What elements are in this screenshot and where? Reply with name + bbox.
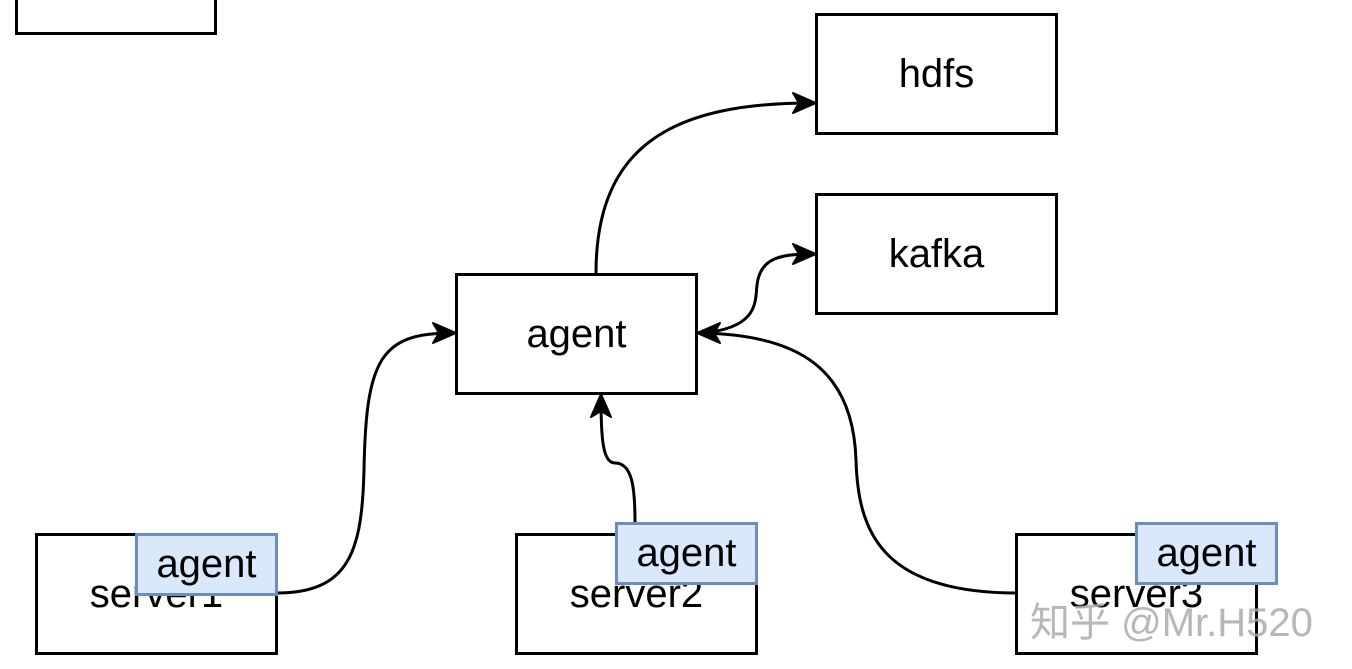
arrowhead-kafka [792, 243, 817, 265]
server3-agent-badge-label: agent [1156, 531, 1257, 575]
node-hdfs[interactable]: hdfs [815, 13, 1058, 135]
arrowhead-agent-bottom [590, 393, 612, 418]
node-kafka[interactable]: kafka [815, 193, 1058, 315]
edge-server3-agent [701, 331, 1018, 595]
node-hdfs-label: hdfs [898, 51, 975, 96]
server1-agent-badge-label: agent [156, 542, 257, 586]
server3-agent-badge[interactable]: agent [1135, 522, 1278, 585]
arrowhead-agent-left [432, 322, 457, 344]
node-agent-label: agent [526, 311, 627, 356]
server2-agent-badge-label: agent [636, 531, 737, 575]
edge-server1-agent [276, 331, 453, 595]
arrowhead-hdfs [792, 92, 817, 114]
arrowhead-agent-right [696, 322, 721, 344]
edge-server2-agent [599, 397, 637, 524]
server2-agent-badge[interactable]: agent [615, 522, 758, 585]
edge-agent-kafka [701, 252, 813, 335]
edge-agent-hdfs [594, 101, 813, 274]
node-agent[interactable]: agent [455, 273, 698, 395]
partial-box [15, 0, 217, 35]
node-kafka-label: kafka [888, 231, 985, 276]
watermark: 知乎 @Mr.H520 [1030, 601, 1313, 645]
server1-agent-badge[interactable]: agent [135, 533, 278, 596]
